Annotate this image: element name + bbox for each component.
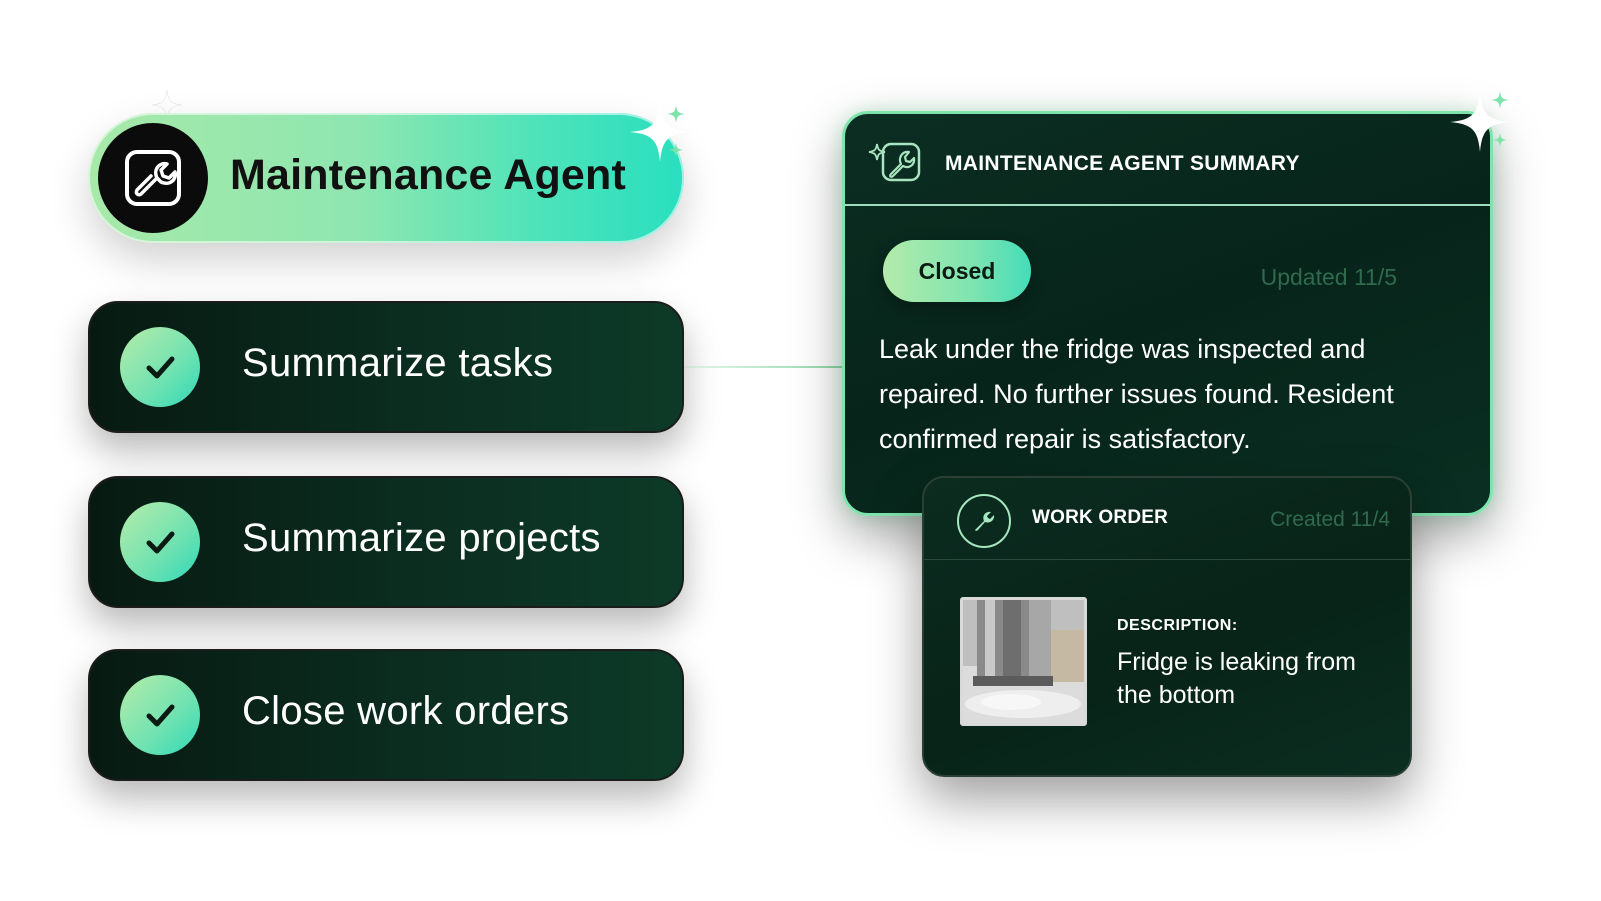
sparkle-icon <box>1491 91 1509 109</box>
updated-date: Updated 11/5 <box>1260 264 1397 290</box>
created-date: Created 11/4 <box>1270 508 1390 531</box>
task-item-summarize-projects[interactable]: Summarize projects <box>88 476 684 608</box>
summary-header: MAINTENANCE AGENT SUMMARY <box>845 114 1490 206</box>
summary-title: MAINTENANCE AGENT SUMMARY <box>945 152 1300 175</box>
agent-title: Maintenance Agent <box>230 151 627 199</box>
check-icon <box>120 502 200 582</box>
sparkle-icon <box>667 105 685 123</box>
fridge-photo <box>960 597 1087 726</box>
wrench-icon <box>125 150 181 206</box>
check-icon <box>120 327 200 407</box>
work-order-title: WORK ORDER <box>1032 507 1169 528</box>
task-item-close-work-orders[interactable]: Close work orders <box>88 649 684 781</box>
connector-line <box>684 366 844 368</box>
summary-text: Leak under the fridge was inspected and … <box>879 334 1394 454</box>
check-icon <box>120 675 200 755</box>
work-order-header: WORK ORDER Created 11/4 <box>924 478 1410 560</box>
description-text: Fridge is leaking from the bottom <box>1117 648 1356 709</box>
agent-avatar <box>98 123 208 233</box>
wrench-icon <box>957 494 1011 548</box>
task-label: Summarize projects <box>242 516 601 560</box>
work-order-card[interactable]: WORK ORDER Created 11/4 DESCRIPTION: Fri… <box>922 476 1412 777</box>
task-item-summarize-tasks[interactable]: Summarize tasks <box>88 301 684 433</box>
sparkle-icon <box>630 102 690 162</box>
maintenance-agent-pill[interactable]: Maintenance Agent <box>88 113 684 243</box>
sparkle-icon <box>1450 92 1510 152</box>
maintenance-summary-card: MAINTENANCE AGENT SUMMARY Closed Updated… <box>842 111 1493 516</box>
description-label: DESCRIPTION: <box>1117 617 1238 634</box>
task-label: Close work orders <box>242 689 570 733</box>
sparkle-wrench-icon <box>868 142 921 182</box>
sparkle-icon <box>668 142 684 158</box>
task-label: Summarize tasks <box>242 341 554 385</box>
status-badge: Closed <box>883 240 1031 302</box>
sparkle-icon <box>1492 132 1508 148</box>
